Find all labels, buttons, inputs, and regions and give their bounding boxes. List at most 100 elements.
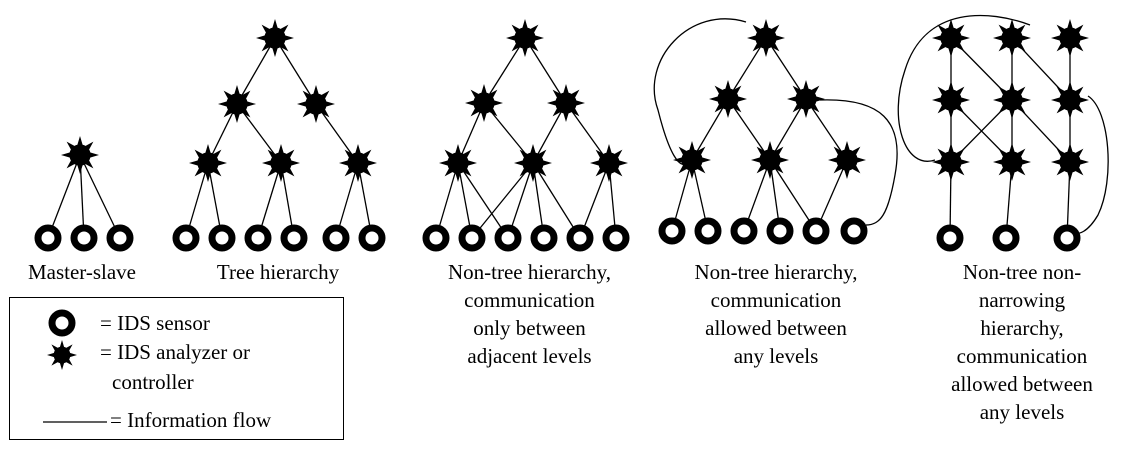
ids-sensor-icon <box>322 224 350 252</box>
information-flow-line <box>769 159 817 232</box>
ids-analyzer-icon <box>1051 81 1089 119</box>
caption-line: Tree hierarchy <box>216 260 340 284</box>
information-flow-line <box>727 98 771 161</box>
ids-analyzer-icon <box>993 19 1031 57</box>
caption-line: Master-slave <box>27 260 137 284</box>
ids-sensor-icon <box>208 224 236 252</box>
ids-analyzer-icon <box>747 19 785 57</box>
information-flow-line <box>457 162 509 239</box>
information-flow-line <box>79 154 121 239</box>
information-flow-line <box>769 98 807 161</box>
ids-analyzer-icon <box>751 141 789 179</box>
caption-line: hierarchy, <box>980 316 1064 340</box>
caption-tree-hierarchy: Tree hierarchy <box>164 258 392 286</box>
ids-analyzer-icon <box>590 144 628 182</box>
ids-sensor-icon <box>1053 224 1081 252</box>
ids-analyzer-icon <box>189 144 227 182</box>
legend-symbols <box>43 309 107 423</box>
information-flow-curve <box>1071 95 1109 235</box>
ids-analyzer-icon <box>1051 19 1089 57</box>
ids-analyzer-icon <box>297 85 335 123</box>
information-flow-line <box>524 37 567 104</box>
caption-line: communication <box>710 288 842 312</box>
ids-analyzer-icon <box>262 144 300 182</box>
ids-sensor-icon <box>422 224 450 252</box>
ids-sensor-icon <box>494 224 522 252</box>
information-flow-line <box>691 98 729 161</box>
ids-analyzer-icon <box>709 80 747 118</box>
ids-analyzer-icon <box>828 141 866 179</box>
caption-line: Non-tree hierarchy, <box>694 260 858 284</box>
information-flow-line <box>532 102 567 164</box>
legend-flow-text: = Information flow <box>110 408 272 432</box>
ids-sensor-icon <box>280 224 308 252</box>
legend: = IDS sensor = IDS analyzer or controlle… <box>9 297 344 440</box>
ids-analyzer-icon <box>339 144 377 182</box>
caption-line: communication <box>956 344 1088 368</box>
legend-analyzer-text: = IDS analyzer or <box>100 340 251 364</box>
ids-analyzer-icon <box>439 144 477 182</box>
ids-analyzer-icon <box>506 19 544 57</box>
information-flow-line <box>483 37 526 104</box>
ids-analyzer-icon <box>673 141 711 179</box>
caption-line: allowed between <box>951 372 1093 396</box>
caption-line: narrowing <box>978 288 1066 312</box>
ids-analyzer-icon <box>787 80 825 118</box>
ids-sensor-icon <box>458 224 486 252</box>
ids-analyzer-icon <box>932 19 970 57</box>
ids-analyzer-icon <box>256 19 294 57</box>
information-flow-line <box>727 37 767 100</box>
legend-sensor-text: = IDS sensor <box>100 311 210 335</box>
ids-sensor-icon <box>530 224 558 252</box>
caption-non-tree-non-narrowing: Non-tree non- narrowing hierarchy, commu… <box>920 258 1124 426</box>
caption-line: any levels <box>979 400 1065 424</box>
ids-sensor-icon <box>358 224 386 252</box>
ids-sensor-icon <box>730 217 758 245</box>
ids-analyzer-icon <box>1051 143 1089 181</box>
information-flow-curve <box>897 14 1031 162</box>
caption-line: adjacent levels <box>467 344 592 368</box>
ids-sensor-icon <box>992 224 1020 252</box>
caption-non-tree-adjacent: Non-tree hierarchy, communication only b… <box>407 258 652 370</box>
ids-analyzer-icon <box>61 136 99 174</box>
ids-analyzer-icon <box>465 84 503 122</box>
caption-line: Non-tree non- <box>962 260 1082 284</box>
information-flow-line <box>765 37 807 100</box>
ids-sensor-icon <box>658 217 686 245</box>
information-flow-line <box>207 103 238 164</box>
ids-sensor-icon <box>602 224 630 252</box>
information-flow-line <box>274 37 317 105</box>
ids-sensor-icon <box>694 217 722 245</box>
caption-non-tree-any: Non-tree hierarchy, communication allowe… <box>652 258 900 370</box>
ids-analyzer-icon <box>218 85 256 123</box>
information-flow-line <box>47 154 81 239</box>
ids-analyzer-icon <box>932 143 970 181</box>
ids-sensor-icon <box>766 217 794 245</box>
caption-line: allowed between <box>705 316 847 340</box>
ids-analyzer-icon <box>47 340 77 370</box>
ids-sensor-icon <box>566 224 594 252</box>
ids-analyzer-icon <box>993 81 1031 119</box>
ids-analyzer-icon <box>514 144 552 182</box>
caption-line: Non-tree hierarchy, <box>447 260 612 284</box>
ids-analyzer-icon <box>547 84 585 122</box>
information-flow-line <box>805 98 848 161</box>
ids-sensor-icon <box>802 217 830 245</box>
ids-sensor-icon <box>172 224 200 252</box>
information-flow-curve <box>819 99 898 226</box>
ids-analyzer-star-shape <box>47 340 77 370</box>
caption-master-slave: Master-slave <box>0 258 164 286</box>
ids-analyzer-icon <box>932 81 970 119</box>
ids-sensor-icon <box>48 309 76 337</box>
ids-sensor-icon <box>936 224 964 252</box>
ids-sensor-icon <box>840 217 868 245</box>
ids-sensor-icon <box>34 224 62 252</box>
ids-sensor-icon <box>244 224 272 252</box>
legend-analyzer-text-2: controller <box>112 370 194 394</box>
ids-sensor-icon <box>106 224 134 252</box>
information-flow-line <box>236 37 276 105</box>
caption-line: communication <box>464 288 595 312</box>
information-flow-line <box>457 102 485 164</box>
caption-line: only between <box>473 316 586 340</box>
